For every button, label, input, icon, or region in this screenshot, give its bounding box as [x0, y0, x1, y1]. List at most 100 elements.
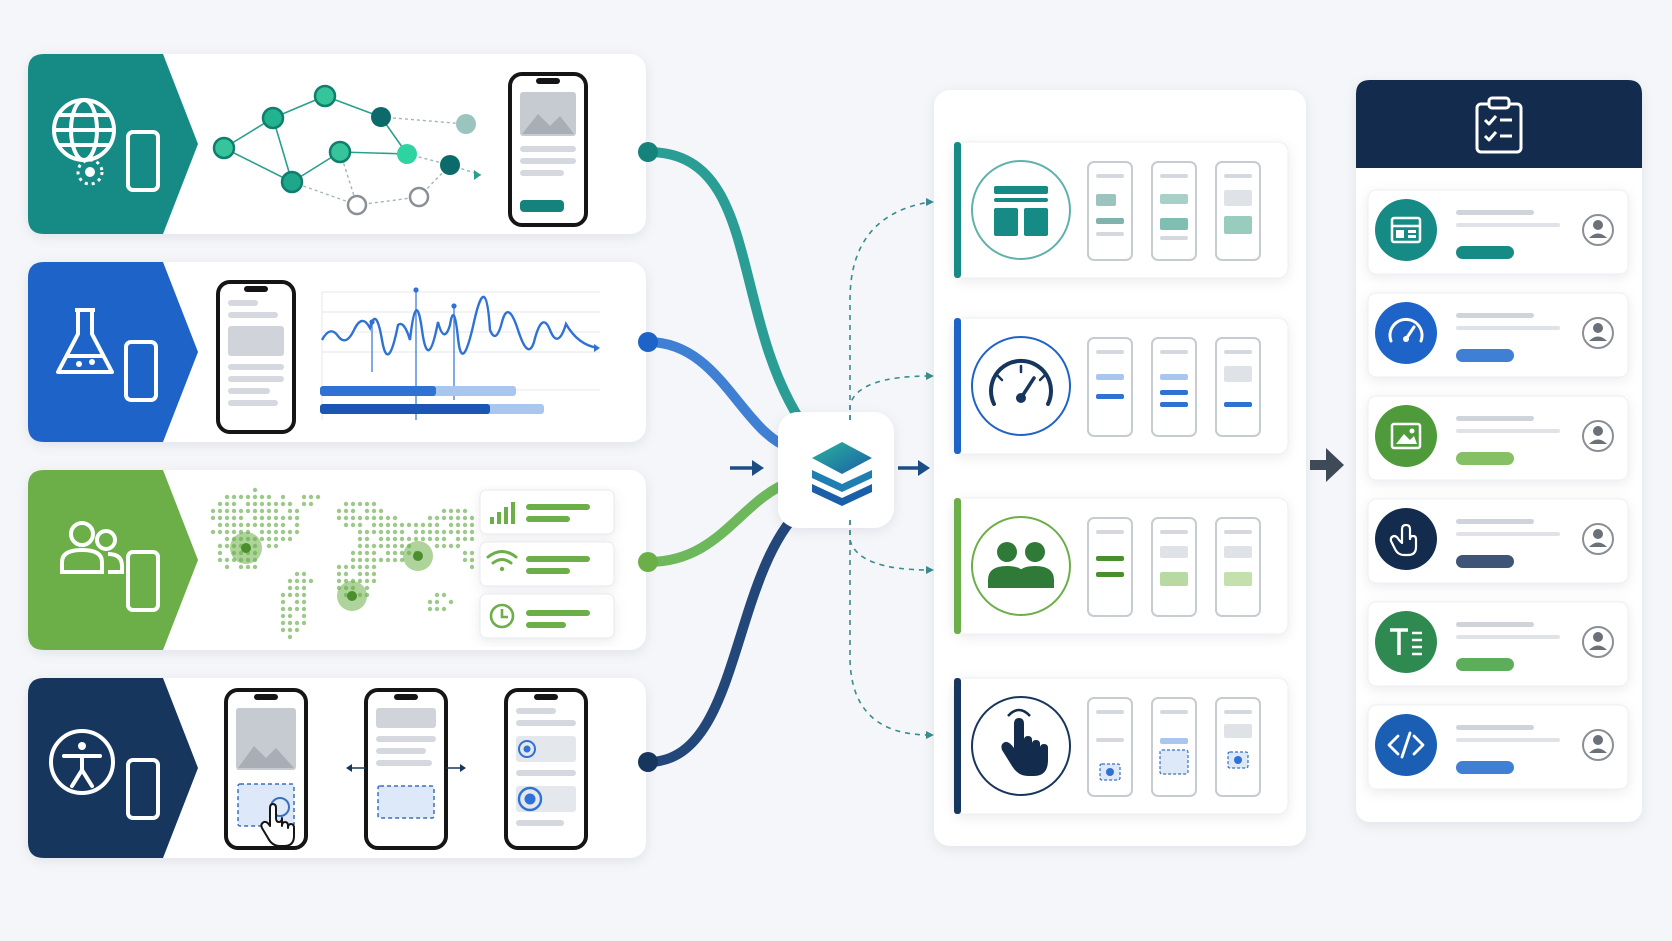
- map-dot: [469, 515, 475, 521]
- clock-icon: [489, 603, 515, 629]
- phone-mockup-focus: [504, 688, 588, 850]
- map-dot: [343, 522, 349, 528]
- map-dot: [350, 564, 356, 570]
- map-dot: [378, 557, 384, 563]
- map-dot: [392, 557, 398, 563]
- map-dot: [245, 501, 251, 507]
- mini-phones: [1087, 161, 1261, 261]
- map-dot: [224, 564, 230, 570]
- map-dot: [371, 564, 377, 570]
- report-row: [1367, 704, 1629, 790]
- report-row-line: [1456, 635, 1560, 639]
- map-dot: [238, 564, 244, 570]
- map-dot: [469, 564, 475, 570]
- source-chevron-green: [28, 470, 198, 650]
- map-dot: [462, 557, 468, 563]
- map-dot: [217, 550, 223, 556]
- map-dot: [357, 550, 363, 556]
- map-dot: [427, 529, 433, 535]
- report-row-status-bar: [1456, 761, 1514, 774]
- map-dot: [413, 529, 419, 535]
- map-dot: [364, 543, 370, 549]
- map-dot: [378, 543, 384, 549]
- map-dot: [266, 522, 272, 528]
- map-dot: [301, 578, 307, 584]
- phone-outline-icon: [126, 550, 160, 612]
- map-dot: [280, 627, 286, 633]
- map-dot: [273, 501, 279, 507]
- map-dot: [469, 536, 475, 542]
- map-dot: [259, 536, 265, 542]
- mini-phones: [1087, 517, 1261, 617]
- map-dot: [357, 571, 363, 577]
- map-dot: [378, 522, 384, 528]
- map-dot: [434, 515, 440, 521]
- map-dot: [462, 515, 468, 521]
- map-dot: [469, 529, 475, 535]
- map-dot: [273, 515, 279, 521]
- phone-mockup: [216, 280, 296, 434]
- map-dot: [245, 522, 251, 528]
- map-dot: [455, 536, 461, 542]
- map-dot: [357, 501, 363, 507]
- user-avatar-icon: [1582, 729, 1614, 761]
- map-dot: [252, 564, 258, 570]
- map-dot: [252, 494, 258, 500]
- report-row: [1367, 292, 1629, 378]
- report-row-badge: [1375, 508, 1437, 570]
- users-icon: [60, 521, 124, 574]
- report-row-line: [1456, 210, 1534, 215]
- map-dot: [280, 620, 286, 626]
- map-dot: [217, 508, 223, 514]
- map-dot: [238, 515, 244, 521]
- map-dot: [315, 494, 321, 500]
- map-dot: [210, 515, 216, 521]
- map-dot: [224, 557, 230, 563]
- source-row-performance: [28, 262, 646, 442]
- map-dot: [357, 543, 363, 549]
- map-dot: [357, 522, 363, 528]
- arrow-to-report: [1310, 448, 1344, 482]
- map-dot: [294, 599, 300, 605]
- map-dot: [245, 494, 251, 500]
- map-dot: [336, 515, 342, 521]
- map-dot: [224, 522, 230, 528]
- map-dot: [385, 529, 391, 535]
- map-dot: [350, 515, 356, 521]
- map-dot: [259, 522, 265, 528]
- tap-hand-icon: [260, 803, 295, 847]
- mini-phone-content: [1096, 350, 1252, 407]
- report-row-line: [1456, 738, 1560, 742]
- map-dot: [434, 592, 440, 598]
- connectors-left: [643, 147, 805, 767]
- map-dot: [448, 515, 454, 521]
- map-dot: [427, 536, 433, 542]
- map-dot: [413, 522, 419, 528]
- map-dot: [280, 522, 286, 528]
- phone-outline-icon: [126, 130, 160, 192]
- report-row-status-bar: [1456, 246, 1514, 259]
- map-dot: [434, 606, 440, 612]
- map-dot: [224, 494, 230, 500]
- map-dot: [266, 501, 272, 507]
- map-dot: [462, 550, 468, 556]
- map-dot: [378, 536, 384, 542]
- source-chevron-blue: [28, 262, 198, 442]
- map-dot: [308, 494, 314, 500]
- map-dot: [371, 515, 377, 521]
- map-dot: [427, 515, 433, 521]
- map-dot: [336, 564, 342, 570]
- phone-mockup-resize: [346, 688, 466, 850]
- mini-phone-content: [1096, 710, 1252, 781]
- signal-bars-icon: [490, 502, 515, 524]
- map-dot: [455, 508, 461, 514]
- map-dot: [385, 522, 391, 528]
- report-row-line: [1456, 429, 1560, 433]
- map-dot: [448, 508, 454, 514]
- map-dot: [462, 508, 468, 514]
- map-dot: [231, 529, 237, 535]
- map-dot: [427, 599, 433, 605]
- mini-phones: [1087, 697, 1261, 797]
- map-dot: [280, 529, 286, 535]
- map-dot: [357, 515, 363, 521]
